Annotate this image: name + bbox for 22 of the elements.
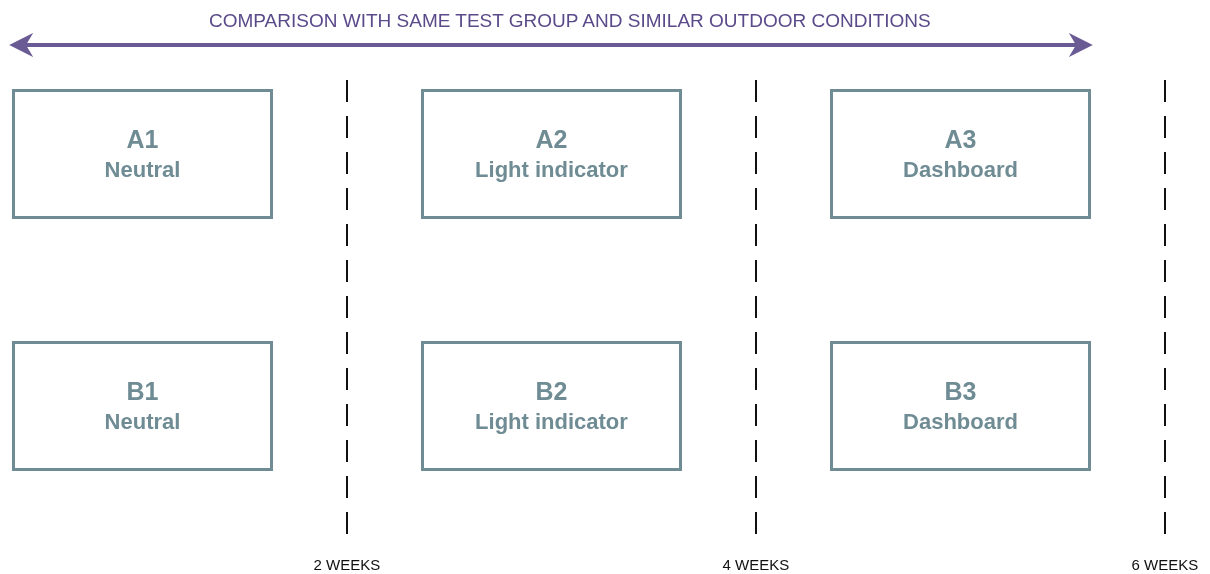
condition-box: [421, 341, 682, 471]
condition-name: Light indicator: [475, 156, 628, 184]
condition-name: Dashboard: [903, 156, 1018, 184]
condition-name: Neutral: [104, 156, 181, 184]
condition-box: [830, 341, 1091, 471]
condition-code: B1: [126, 376, 159, 407]
time-label: 6 WEEKS: [1131, 556, 1199, 573]
condition-box: [12, 341, 273, 471]
condition-name: Dashboard: [903, 408, 1018, 436]
condition-code: A3: [944, 124, 977, 155]
condition-box: [12, 89, 273, 219]
condition-box: [830, 89, 1091, 219]
condition-code: B3: [944, 376, 977, 407]
condition-box: [421, 89, 682, 219]
condition-name: Light indicator: [475, 408, 628, 436]
condition-code: A1: [126, 124, 159, 155]
condition-code: B2: [535, 376, 568, 407]
condition-name: Neutral: [104, 408, 181, 436]
condition-code: A2: [535, 124, 568, 155]
time-label: 2 WEEKS: [313, 556, 381, 573]
span-caption: COMPARISON WITH SAME TEST GROUP AND SIMILAR OUTDOOR CONDITIONS: [209, 10, 931, 32]
time-label: 4 WEEKS: [722, 556, 790, 573]
